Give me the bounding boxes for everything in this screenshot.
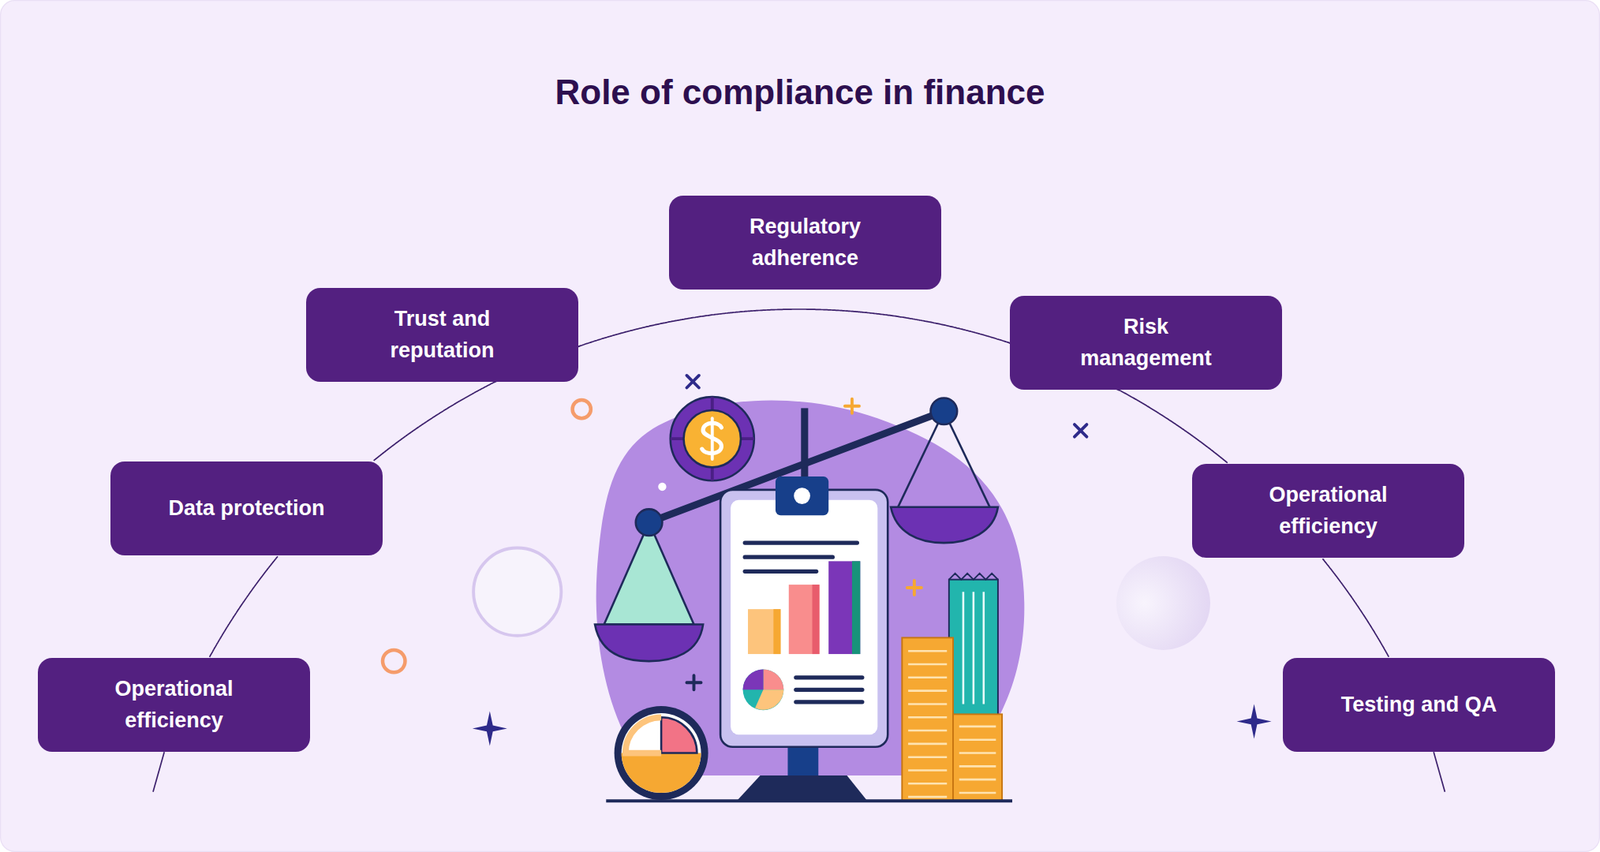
deco-dot [657,482,666,491]
arc-tail [153,751,165,792]
deco-circle [473,548,561,636]
arc-connector [209,556,279,658]
deco-ring [572,400,591,419]
diagram-title: Role of compliance in finance [0,72,1600,113]
topic-box: Trust and reputation [306,287,579,382]
arc-connector [1120,390,1228,464]
ground-line [605,799,1013,803]
arc-connector [373,392,475,461]
topic-box: Testing and QA [1282,657,1556,752]
topic-box: Risk management [1009,295,1283,390]
box-label: Data protection [168,493,325,524]
deco-ring [382,650,405,673]
topic-box: Operational efficiency [37,657,311,752]
box-label: Testing and QA [1341,689,1498,721]
topic-box: Data protection [110,461,383,556]
box-label: Trust and reputation [347,303,538,366]
deco-plus [686,675,701,690]
deco-circle [1116,556,1211,651]
money-stacks [901,573,1002,801]
box-label: Regulatory adherence [710,211,901,273]
box-label: Operational efficiency [79,673,270,736]
box-label: Operational efficiency [1233,479,1424,542]
topic-box: Operational efficiency [1192,463,1465,558]
arc-tail [1433,751,1445,792]
dollar-coin [670,396,755,481]
box-label: Risk management [1059,311,1234,374]
topic-box: Regulatory adherence [669,195,942,290]
arc-connector [1322,558,1389,658]
report-board [720,476,888,801]
gauge [614,706,709,800]
